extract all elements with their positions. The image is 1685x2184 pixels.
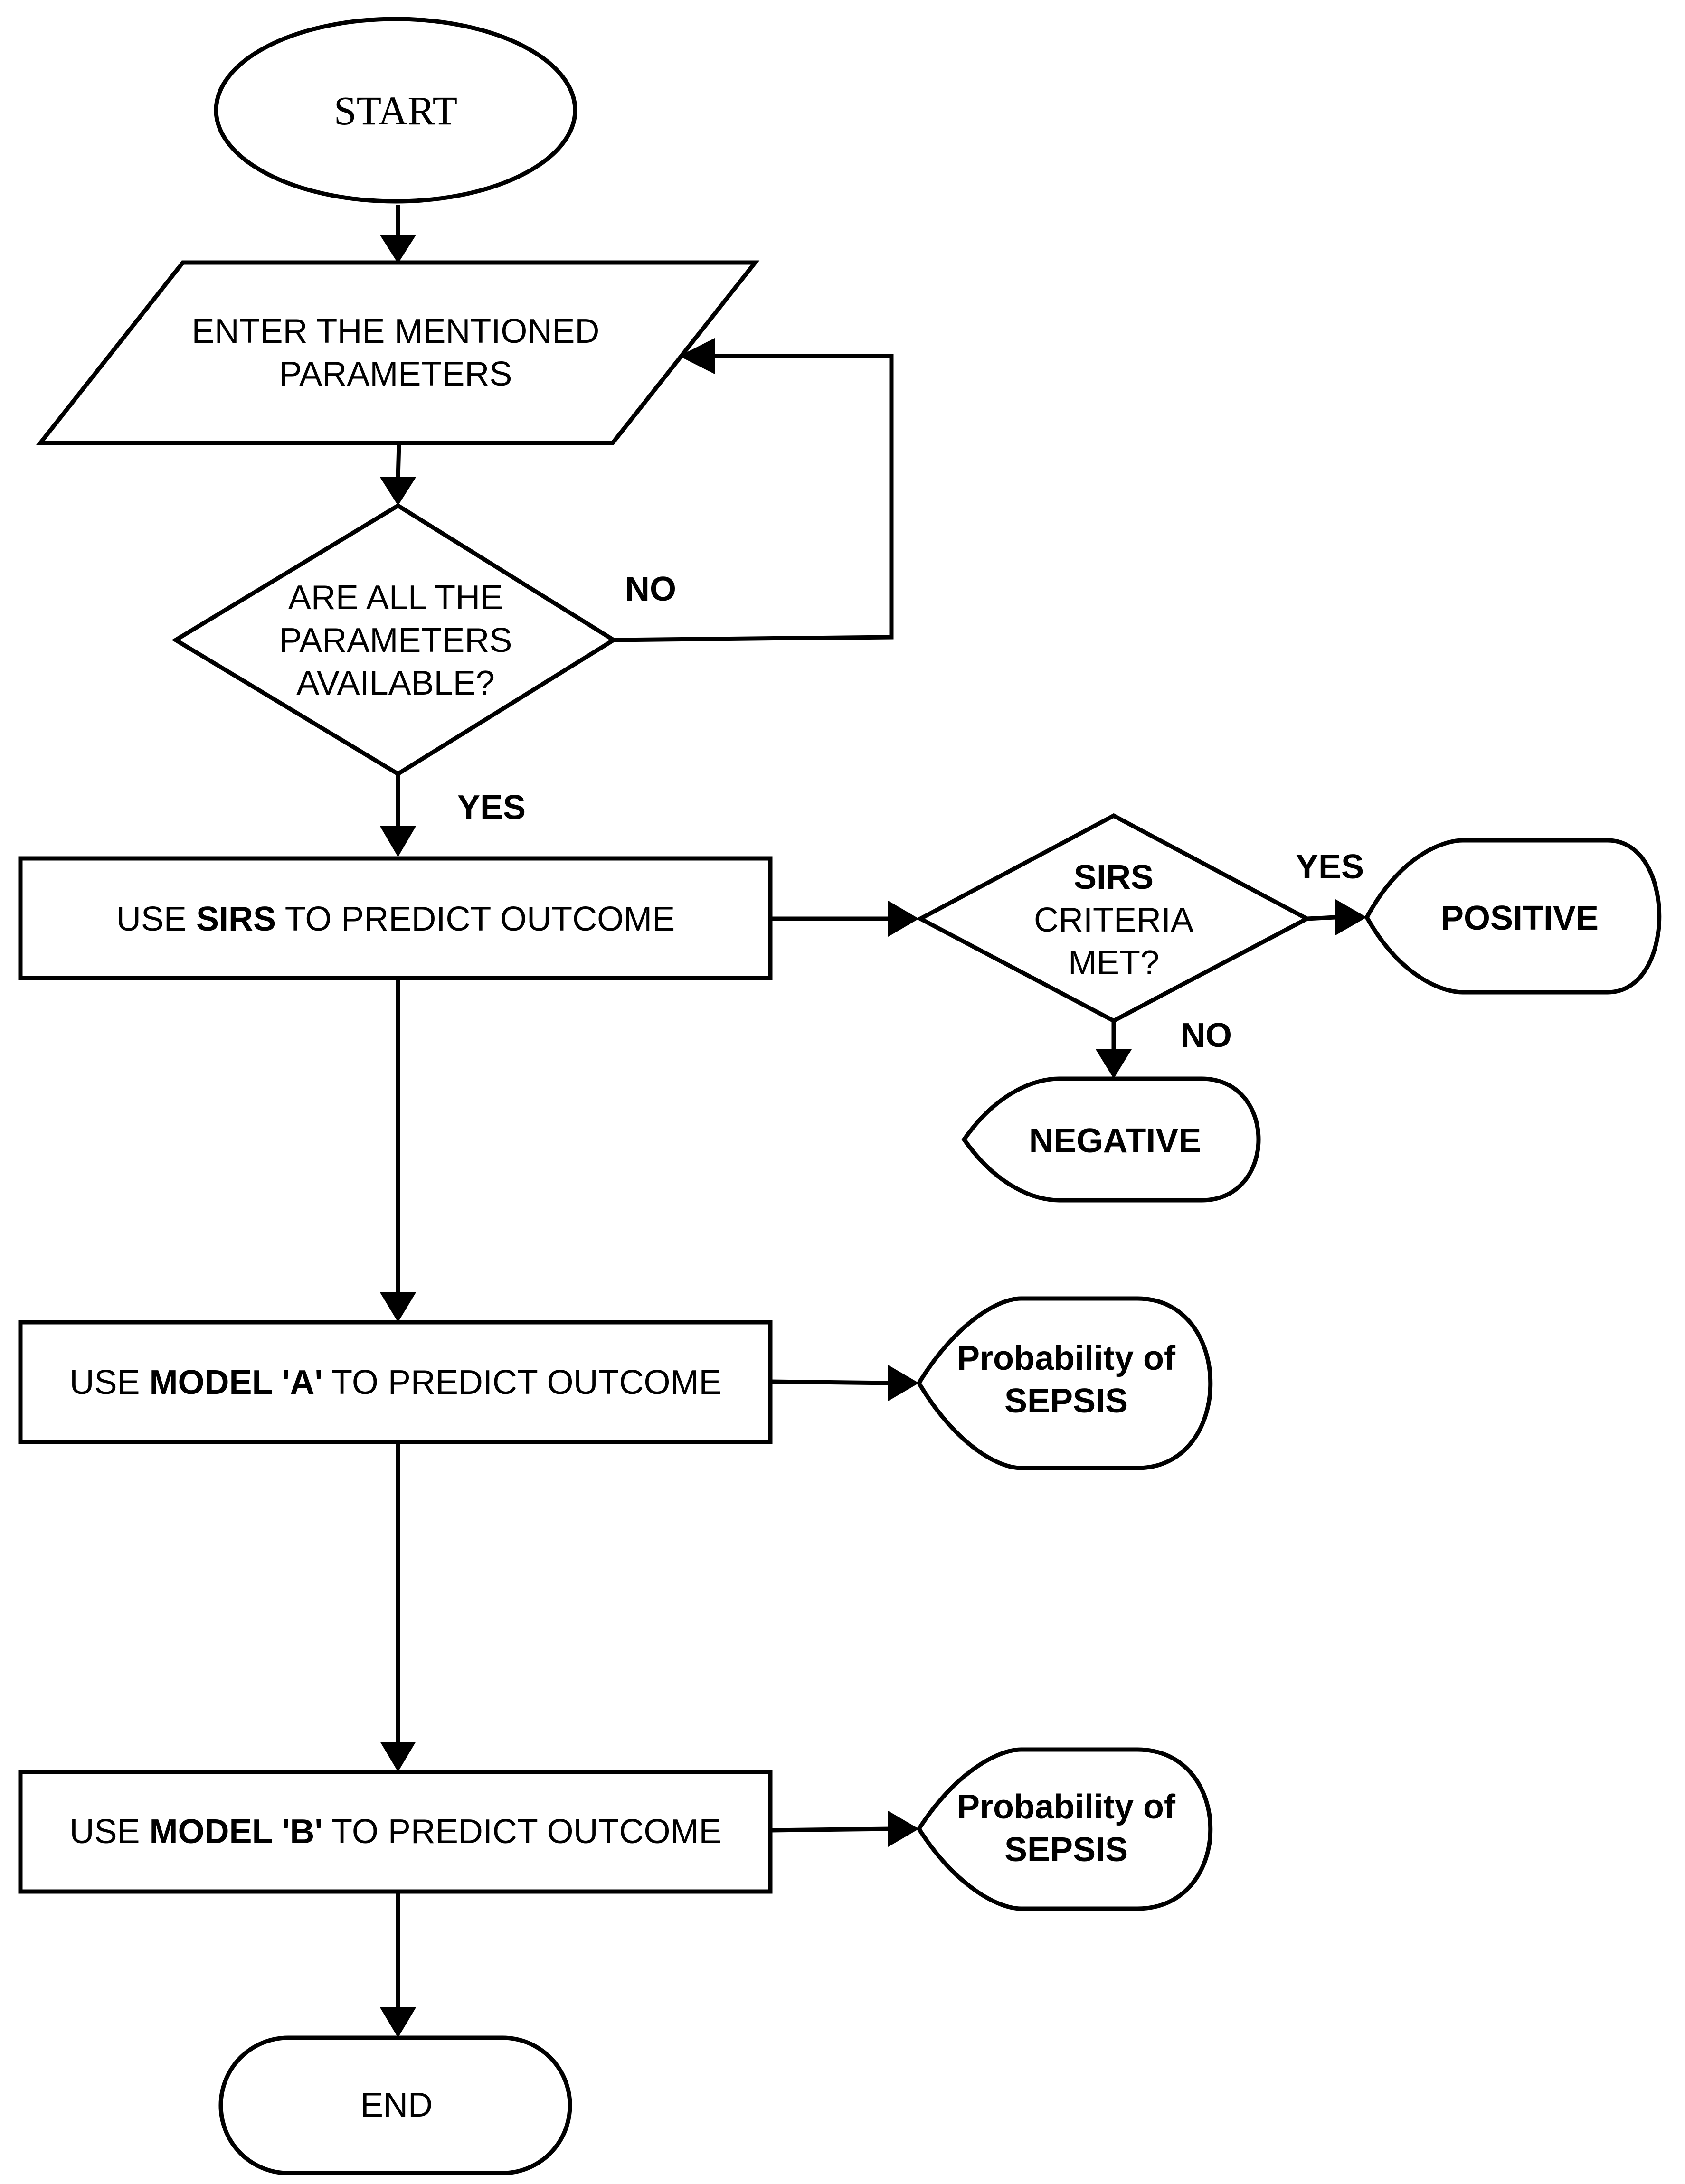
model-a-output-shape [916, 1296, 1213, 1470]
positive-display-shape [1364, 838, 1662, 995]
no-label-params: NO [625, 570, 676, 608]
end-terminal [218, 2035, 572, 2175]
check-params-node: ARE ALL THE PARAMETERS AVAILABLE? [171, 503, 618, 777]
model-b-step-pre: USE [69, 1813, 149, 1851]
yes-label-sirs: YES [1296, 848, 1364, 886]
sirs-step-pre: USE [116, 900, 196, 938]
model-a-step-post: TO PREDICT OUTCOME [322, 1364, 721, 1402]
arrow-input-to-check [396, 442, 401, 480]
arrow-decision-to-positive [1306, 915, 1336, 921]
model-b-step-label: USE MODEL 'B' TO PREDICT OUTCOME [69, 1813, 721, 1851]
arrowhead-loop-back [679, 338, 715, 374]
input-node: ENTER THE MENTIONED PARAMETERS [36, 260, 760, 445]
model-b-output-line2: SEPSIS [1004, 1831, 1128, 1869]
sirs-step-post: TO PREDICT OUTCOME [276, 900, 675, 938]
arrowhead-model-a-output [888, 1365, 919, 1401]
arrowhead-model-a [380, 1292, 416, 1322]
negative-display-shape [961, 1076, 1261, 1203]
check-params-line1: ARE ALL THE [288, 579, 503, 617]
model-b-output-line1: Probability of [957, 1788, 1176, 1826]
arrow-no-loop-back [613, 354, 894, 642]
end-label: END [360, 2086, 433, 2124]
model-a-output-node: Probability of SEPSIS [916, 1296, 1213, 1470]
check-params-line2: PARAMETERS [279, 621, 512, 659]
sirs-step-bold: SIRS [196, 900, 276, 938]
start-oval [214, 17, 577, 204]
sirs-decision-line2: CRITERIA [1034, 901, 1193, 939]
sirs-decision-diamond [916, 813, 1312, 1024]
model-b-output-shape [916, 1747, 1213, 1911]
model-a-output-line2: SEPSIS [1004, 1382, 1128, 1420]
arrowhead-decision [888, 901, 919, 937]
arrowhead-check [380, 477, 416, 506]
check-params-line3: AVAILABLE? [296, 664, 495, 702]
arrowhead-sirs [380, 826, 416, 857]
model-b-step-box [18, 1770, 773, 1894]
model-b-step-node: USE MODEL 'B' TO PREDICT OUTCOME [18, 1770, 773, 1894]
negative-label: NEGATIVE [1029, 1122, 1202, 1160]
no-label-sirs: NO [1181, 1017, 1232, 1054]
arrow-model-b-to-output [770, 1826, 893, 1833]
arrowhead-negative [1096, 1049, 1132, 1079]
positive-label: POSITIVE [1441, 899, 1599, 937]
arrowhead-positive [1335, 899, 1367, 935]
arrowhead-model-b-output [888, 1811, 919, 1847]
yes-label-params: YES [457, 789, 526, 827]
model-a-step-bold: MODEL 'A' [150, 1364, 323, 1402]
start-label: START [334, 88, 457, 133]
input-parallelogram [36, 260, 760, 445]
connectors [380, 205, 1367, 2038]
arrowhead-model-b [380, 1742, 416, 1772]
arrow-model-a-to-output [770, 1379, 893, 1385]
start-node: START [214, 17, 577, 204]
model-a-step-pre: USE [69, 1364, 149, 1402]
model-b-output-node: Probability of SEPSIS [916, 1747, 1213, 1911]
negative-node: NEGATIVE [961, 1076, 1261, 1203]
arrowhead-end [380, 2007, 416, 2038]
sirs-decision-line1: SIRS [1074, 858, 1154, 896]
model-a-output-line1: Probability of [957, 1339, 1176, 1377]
sirs-step-label: USE SIRS TO PREDICT OUTCOME [116, 900, 675, 938]
input-label-line2: PARAMETERS [279, 355, 512, 393]
model-b-step-post: TO PREDICT OUTCOME [322, 1813, 721, 1851]
model-a-step-node: USE MODEL 'A' TO PREDICT OUTCOME [18, 1320, 773, 1444]
model-a-step-box [18, 1320, 773, 1444]
model-a-step-label: USE MODEL 'A' TO PREDICT OUTCOME [69, 1364, 721, 1402]
sirs-decision-node: SIRS CRITERIA MET? [916, 813, 1312, 1024]
sirs-decision-line3: MET? [1068, 944, 1159, 982]
arrowhead-input [380, 235, 416, 264]
end-node: END [218, 2035, 572, 2175]
check-params-diamond [171, 503, 618, 777]
model-b-step-bold: MODEL 'B' [150, 1813, 323, 1851]
input-label-line1: ENTER THE MENTIONED [192, 312, 600, 350]
sirs-step-box [18, 856, 773, 980]
positive-node: POSITIVE [1364, 838, 1662, 995]
sirs-step-node: USE SIRS TO PREDICT OUTCOME [18, 856, 773, 980]
